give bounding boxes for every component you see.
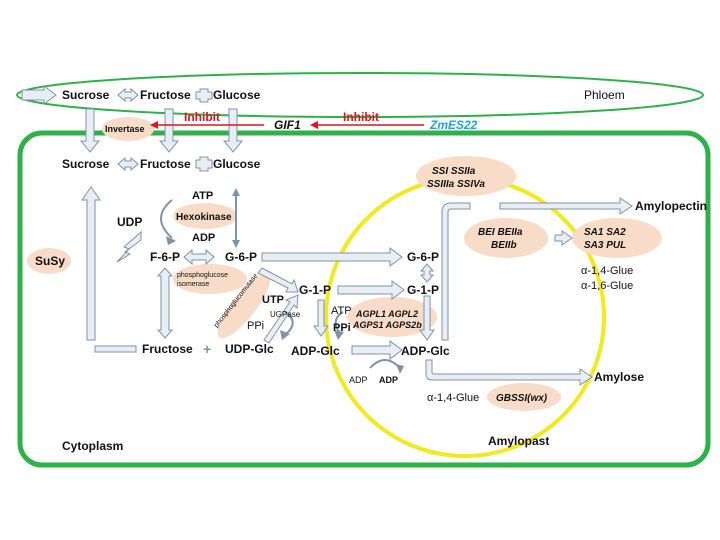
arrow-udpglc-g1p (263, 294, 299, 344)
ss-label-line2: SSIIIa SSIVa (427, 179, 485, 190)
atp-hexokinase-label: ATP (192, 190, 213, 202)
hexokinase-label: Hexokinase (176, 212, 232, 223)
amylopectin-label: Amylopectin (635, 199, 707, 213)
arrow-g1p-transport (337, 280, 405, 300)
udpglc-label: UDP-Glc (225, 342, 274, 356)
arrow-g6p-g1p (257, 267, 299, 293)
cytoplasm-label: Cytoplasm (62, 439, 123, 453)
sucrose-cyto-label: Sucrose (62, 157, 110, 171)
udp-label: UDP (117, 215, 142, 229)
be-label-line1: BEI BEIIa (478, 227, 523, 238)
pgi-label-line2: isomerase (177, 281, 209, 288)
glucose-phloem-label: Glucose (213, 88, 261, 102)
cytoplasm-compartment (17, 130, 711, 468)
ugpase-arc (284, 311, 294, 335)
sa-bubble (572, 218, 662, 258)
phloem-compartment (16, 72, 704, 118)
adp-left-label: ADP (349, 375, 368, 385)
invertase-bubble (102, 117, 154, 141)
arrow-g6p-g1p-plastid (419, 263, 435, 283)
pgm-bubble (217, 273, 271, 339)
invertase-label: Invertase (105, 124, 145, 134)
agp-arc (334, 311, 344, 334)
arrow-f6p-g6p (183, 248, 215, 266)
arrow-phloem-in (21, 85, 57, 105)
bond-amylose: α-1,4-Glue (427, 392, 479, 404)
pgi-bubble (173, 264, 247, 294)
arrow-glucose-down (222, 108, 244, 153)
ss-bubble (416, 156, 516, 196)
fructose-bottom-label: Fructose (142, 342, 193, 356)
ss-label-line1: SSI SSIIa (432, 166, 476, 177)
inhibit-label-2: Inhibit (343, 110, 379, 124)
susy-label: SuSy (35, 254, 65, 268)
fructose-phloem-label: Fructose (140, 88, 191, 102)
phloem-label: Phloem (584, 88, 625, 102)
arrow-f6p-fructose (156, 267, 174, 339)
arrow-g1p-adpglc-plastid (419, 295, 435, 341)
gbss-bubble (487, 383, 561, 411)
hexokinase-bubble (173, 203, 237, 229)
be-bubble (464, 218, 548, 258)
f6p-label: F-6-P (150, 250, 180, 264)
plus-phloem (195, 88, 213, 103)
arrow-g6p-transport (261, 247, 403, 267)
adp-exchange-arc (369, 359, 401, 369)
inhibit-label-1: Inhibit (184, 110, 220, 124)
zmes22-label: ZmES22 (429, 118, 478, 132)
agp-label-line1: AGPL1 AGPL2 (355, 309, 418, 319)
g6p-plastid-label: G-6-P (407, 250, 439, 264)
pgi-label-line1: phosphoglucose (177, 272, 228, 279)
agp-label-line2: AGPS1 AGPS2b (352, 320, 422, 330)
hexokinase-arc-left (160, 199, 173, 239)
plus-bottom: + (203, 341, 211, 357)
be-label-line2: BEIIb (491, 240, 517, 251)
g6p-cyto-label: G-6-P (225, 250, 257, 264)
fructose-cyto-label: Fructose (140, 157, 191, 171)
arrow-susy-up (81, 186, 101, 341)
plus-cyto (195, 156, 213, 172)
arrow-sucrose-fructose-cyto (117, 156, 139, 172)
ppi-ugpase-label: PPi (247, 320, 264, 332)
udp-lightning-arrow (116, 230, 142, 263)
ugpase-label: UGPase (270, 310, 301, 319)
sa-label-line1: SA1 SA2 (584, 227, 626, 238)
arrow-fructose-down (158, 108, 180, 153)
amylose-label: Amylose (594, 370, 644, 384)
arrow-adpglc-transport (351, 340, 403, 360)
adpglc-cyto-label: ADP-Glc (291, 344, 340, 358)
adp-hexokinase-label: ADP (192, 232, 215, 244)
susy-bubble (27, 248, 71, 274)
g1p-cyto-label: G-1-P (299, 283, 331, 297)
sa-label-line2: SA3 PUL (584, 240, 626, 251)
ppi-agp-label: PPi (333, 322, 351, 334)
arrow-sucrose-down (79, 108, 101, 153)
g1p-plastid-label: G-1-P (407, 283, 439, 297)
gbss-label: GBSSI(wx) (496, 393, 548, 404)
utp-label: UTP (262, 294, 284, 306)
sucrose-phloem-label: Sucrose (62, 88, 110, 102)
glucose-cyto-label: Glucose (213, 157, 261, 171)
arrow-sucrose-fructose-phloem (117, 87, 139, 103)
arrow-be-sa (554, 230, 573, 246)
adp-right-label: ADP (379, 375, 398, 385)
arrow-adpglc-up (441, 202, 471, 341)
arrow-to-amylose (425, 359, 593, 386)
bond-amylopectin-2: α-1,6-Glue (581, 280, 633, 292)
bond-amylopectin-1: α-1,4-Glue (581, 265, 633, 277)
adpglc-plastid-label: ADP-Glc (401, 344, 450, 358)
arrow-g1p-adpglc (313, 299, 329, 337)
amyloplast-label: Amylopast (488, 434, 549, 448)
arrow-fructose-return (94, 345, 137, 353)
gif1-label: GIF1 (274, 118, 301, 132)
agp-bubble (347, 297, 437, 337)
arrow-to-amylopectin (499, 197, 633, 215)
atp-agp-label: ATP (331, 305, 352, 317)
